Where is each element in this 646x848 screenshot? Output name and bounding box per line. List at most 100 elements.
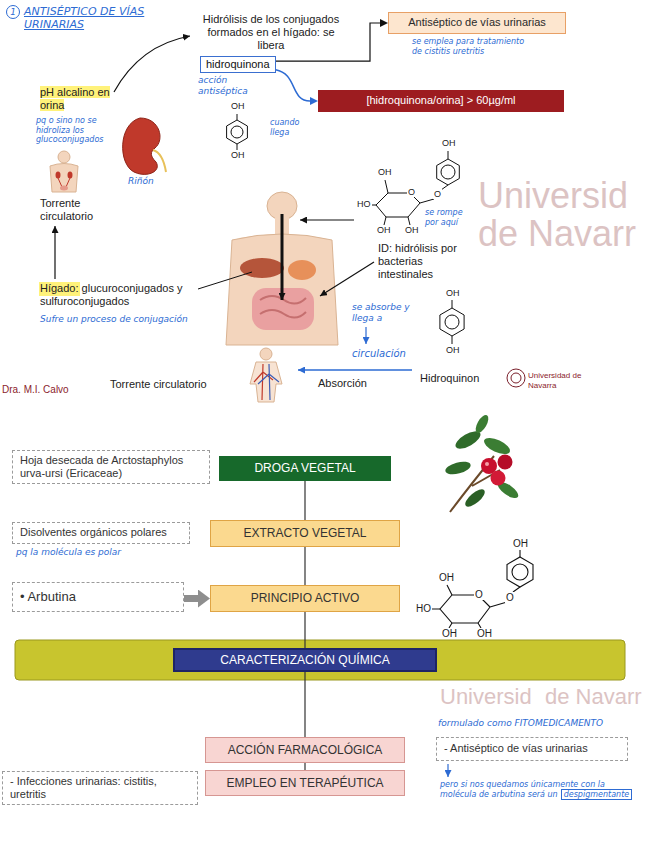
watermark: Universid: [478, 175, 628, 216]
edge-label-box: cuando llega: [270, 118, 320, 137]
title-text: ANTISÉPTICO DE VÍAS URINARIAS: [24, 5, 144, 31]
note-box: • Arbutina: [12, 582, 184, 612]
label-box: OH: [404, 226, 420, 235]
node-text: EXTRACTO VEGETAL: [244, 526, 367, 540]
kidney-drawing: [123, 118, 166, 174]
urinary-figure: [50, 151, 78, 192]
watermark: de Navarr: [545, 684, 642, 709]
atom-label: O: [474, 589, 484, 600]
atom-label: OH: [441, 138, 457, 148]
hydroquinone-structure: [227, 114, 248, 150]
node-text: Disolventes orgánicos polares: [20, 526, 167, 539]
label-box: pq o sino no se hidroliza los glucoconju…: [36, 116, 118, 145]
label-box: OH: [377, 168, 393, 177]
label-box: OH: [445, 346, 461, 355]
node-text: - Antiséptico de vías urinarias: [444, 742, 588, 755]
label-box: Torrente circulatorio: [40, 197, 120, 223]
caption-text: Torrente circulatorio: [110, 378, 207, 390]
condition-box: [hidroquinona/orina] > 60µg/ml: [318, 90, 564, 112]
label-box: 1: [6, 5, 20, 19]
stage-box: EMPLEO EN TERAPÉUTICA: [205, 770, 405, 796]
university-seal: [507, 369, 525, 387]
label-box: O: [505, 593, 515, 603]
stage-box: PRINCIPIO ACTIVO: [210, 585, 400, 612]
node-text: CARACTERIZACIÓN QUÍMICA: [220, 653, 389, 667]
handwritten-note: pq o sino no se hidroliza los glucoconju…: [36, 116, 103, 144]
label-box: HO: [356, 200, 372, 209]
label-box: OH: [230, 102, 246, 111]
label-box: OH: [376, 226, 392, 235]
leader-arrow: [320, 262, 374, 296]
watermark: Universid: [440, 684, 532, 709]
label-box: Universid: [478, 178, 628, 214]
atom-label: OH: [476, 628, 493, 639]
label-box: Universidad de Navarra: [528, 371, 603, 390]
atom-label: OH: [377, 167, 393, 177]
label-box: HO: [415, 604, 432, 614]
edge-label: cuando llega: [270, 118, 299, 137]
atom-label: OH: [230, 150, 246, 160]
node-text: • Arbutina: [20, 589, 76, 605]
label-box: se rompe por aquí: [425, 208, 477, 227]
connector: [304, 763, 305, 770]
caption-text: ID: hidrólisis por bacterias intestinale…: [378, 242, 457, 280]
note-box: Hoja desecada de Arctostaphylos urva-urs…: [12, 450, 210, 484]
label-box: acción antiséptica: [198, 75, 278, 97]
atom-label: OH: [445, 288, 461, 298]
label-box: pH alcalino en orina: [40, 86, 118, 112]
label-box: formulado como FITOMEDICAMENTO: [438, 718, 603, 729]
handwritten-arrow: [447, 764, 448, 777]
caption-text: Absorción: [318, 377, 367, 389]
caption-text: Torrente circulatorio: [40, 197, 93, 222]
label-box: de Navarr: [545, 686, 642, 708]
characterization-band: [15, 640, 625, 680]
body-drawing: [226, 192, 338, 345]
highlight-box: hidroquinona: [200, 56, 276, 73]
atom-label: OH: [230, 101, 246, 111]
label-box: de Navarr: [478, 216, 636, 252]
note-box: - Infecciones urinarias: cistitis, uretr…: [2, 771, 198, 805]
atom-label: O: [407, 187, 416, 197]
label-box: OH: [441, 139, 457, 148]
node-text: Antiséptico de vías urinarias: [408, 16, 546, 29]
atom-label: O: [433, 189, 442, 199]
caption-text: Hidroquinon: [420, 372, 479, 384]
node-text: - Infecciones urinarias: cistitis, uretr…: [10, 775, 190, 801]
label-box: pq la molécula es polar: [16, 547, 121, 558]
atom-label: OH: [404, 225, 420, 235]
node-text: EMPLEO EN TERAPÉUTICA: [226, 776, 383, 790]
label-box: ANTISÉPTICO DE VÍAS URINARIAS: [24, 5, 169, 31]
label-box: O: [433, 190, 442, 199]
handwritten-arrow: [365, 327, 366, 344]
circulation-figure: [250, 348, 282, 402]
label-box: Dra. M.I. Calvo: [2, 384, 69, 396]
atom-label: OH: [438, 572, 455, 583]
circled-number: 1: [10, 7, 16, 17]
label-box: OH: [438, 573, 455, 583]
connector: [304, 612, 305, 648]
handwritten-note: Sufre un proceso de conjugación: [40, 314, 188, 324]
atom-label: OH: [376, 225, 392, 235]
stage-box: CARACTERIZACIÓN QUÍMICA: [173, 648, 437, 672]
node-text: Hoja desecada de Arctostaphylos urva-urs…: [20, 454, 202, 480]
connector: [184, 595, 198, 602]
label-box: se emplea para tratamiento de cistitis u…: [412, 37, 532, 56]
node-text: PRINCIPIO ACTIVO: [251, 591, 360, 605]
handwritten-note: se absorbe y llega a: [352, 302, 410, 323]
node-text: hidroquinona: [206, 58, 270, 71]
note-box: - Antiséptico de vías urinarias: [436, 737, 628, 761]
caption-text: Hidrólisis de los conjugados formados en…: [203, 13, 339, 51]
stage-box: DROGA VEGETAL: [219, 456, 391, 481]
handwritten-note: se emplea para tratamiento de cistitis u…: [412, 37, 524, 56]
label-box: OH: [512, 539, 529, 549]
label-box: Hidroquinon: [420, 372, 479, 385]
note-box: Disolventes orgánicos polares: [12, 522, 190, 544]
leader-arrow: [298, 369, 412, 371]
label-box: OH: [445, 289, 461, 298]
handwritten-note: formulado como FITOMEDICAMENTO: [438, 718, 603, 728]
node-text: DROGA VEGETAL: [254, 461, 355, 475]
node-text: ACCIÓN FARMACOLÓGICA: [228, 743, 383, 757]
label-box: Sufre un proceso de conjugación: [40, 314, 190, 325]
connector: [304, 672, 305, 737]
